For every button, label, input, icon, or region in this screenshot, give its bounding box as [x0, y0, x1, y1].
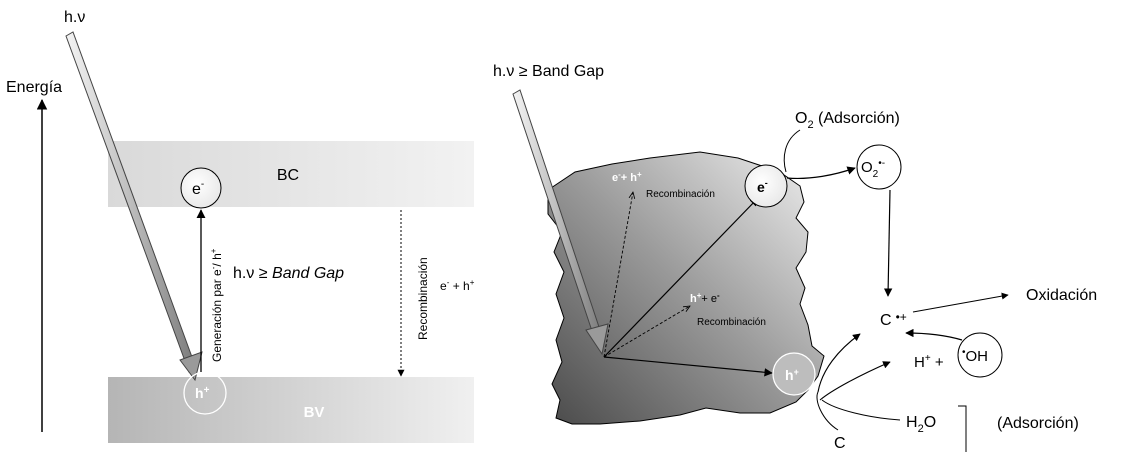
hydroxyl-circle: [957, 332, 1003, 378]
energy-axis-label: Energía: [6, 79, 62, 96]
recombination-label-mid: Recombinación: [697, 317, 766, 328]
oxidation-arrow: [912, 292, 1009, 313]
electron-label-left: e-: [192, 179, 204, 198]
recombination-pair-top: e-+ h+: [612, 170, 642, 184]
conduction-band-label: BC: [277, 167, 299, 184]
hole-to-proton-curve: [819, 361, 891, 401]
water-adsorption-curve: [821, 399, 901, 421]
hole-circle-left: [183, 371, 227, 415]
excitation-label: h.ν ≥ Band Gap: [233, 265, 344, 282]
photon-arrow-right: [512, 89, 609, 356]
superoxide-to-carbon-arrow: [883, 189, 893, 297]
hole-to-carbon-curve: [817, 333, 861, 393]
adsorption-label: (Adsorción): [997, 415, 1079, 432]
oxygen-adsorption-curve: [783, 129, 801, 173]
electron-circle-left: [180, 167, 222, 209]
recombination-label-top: Recombinación: [646, 189, 715, 200]
pair-label-left: e- + h+: [440, 278, 475, 293]
electron-circle-right: [744, 164, 788, 208]
left-band-diagram: Energía BC BV h.ν e- h+ Generación par e…: [6, 9, 475, 443]
right-particle-diagram: h.ν ≥ Band Gap e-+ h+ Recombinación h++ …: [493, 63, 1097, 452]
recombination-pair-mid: h++ e-: [690, 291, 720, 305]
oxygen-adsorption-label: O2 (Adsorción): [795, 110, 900, 131]
oxidation-label: Oxidación: [1026, 287, 1097, 304]
recombination-label-left: Recombinación: [416, 257, 430, 340]
excitation-arrow-electron: [603, 197, 759, 358]
hole-label-right: h+: [785, 367, 799, 383]
water-label: H2O: [906, 414, 936, 435]
valence-band-label: BV: [304, 404, 325, 421]
hydroxyl-to-carbon-arrow: [905, 328, 963, 341]
valence-band: [108, 377, 474, 443]
recombination-arrow-mid: [603, 306, 690, 358]
superoxide-label: O2•-: [861, 158, 885, 180]
photon-label-right: h.ν ≥ Band Gap: [493, 63, 604, 80]
carbon-label: C: [834, 435, 846, 452]
adsorption-bracket: [958, 405, 967, 452]
conduction-band: [108, 141, 474, 207]
hydroxyl-label: •OH: [962, 347, 988, 365]
recombination-arrow-top: [603, 192, 633, 358]
carbon-radical-label: C•+: [880, 310, 907, 329]
generation-label: Generación par e-/ h+: [209, 248, 224, 362]
hole-label-left: h+: [195, 385, 210, 401]
hole-circle-right: [772, 352, 816, 396]
superoxide-circle: [856, 144, 902, 190]
excitation-arrow-hole: [603, 356, 773, 377]
photon-label-left: h.ν: [64, 9, 85, 26]
proton-label: H+ +: [914, 353, 944, 371]
photon-arrow-left: [65, 31, 203, 382]
electron-transfer-arrow: [786, 166, 856, 180]
carbon-adsorption-curve: [816, 391, 839, 431]
electron-label-right: e-: [757, 178, 768, 195]
